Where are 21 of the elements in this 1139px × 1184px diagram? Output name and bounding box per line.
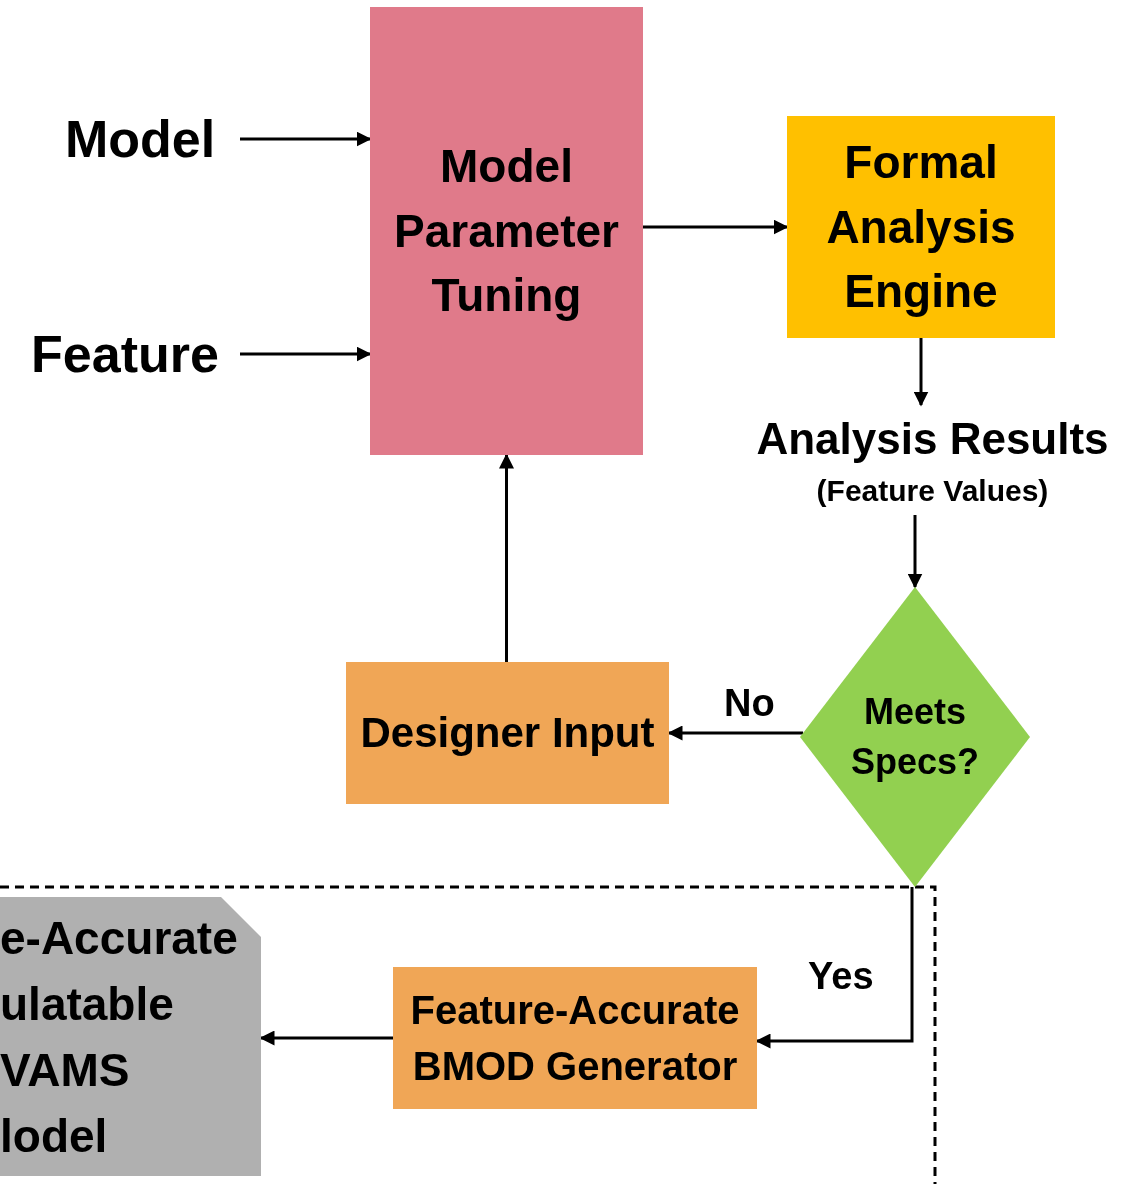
- node-label: e-Accurate ulatable VAMS lodel: [0, 910, 239, 1164]
- arrow: [643, 219, 789, 235]
- arrow: [907, 515, 923, 589]
- node-label: Model: [64, 108, 216, 170]
- node-label: Feature: [31, 323, 219, 385]
- arrow: [913, 338, 929, 407]
- arrow: [240, 346, 372, 362]
- node-label: Feature-Accurate BMOD Generator: [409, 987, 741, 1090]
- process-box: [393, 967, 757, 1109]
- process-box: [346, 662, 669, 804]
- node-sublabel: (Feature Values): [816, 472, 1049, 509]
- node-label: Formal Analysis Engine: [825, 135, 1017, 320]
- process-box: [787, 116, 1055, 338]
- output-box: [0, 897, 261, 1176]
- node-label: Analysis Results: [756, 413, 1109, 466]
- node-label: Model Parameter Tuning: [392, 139, 620, 324]
- arrow: [499, 453, 514, 662]
- arrow: [240, 131, 372, 147]
- process-box: [370, 7, 643, 455]
- node-label: Meets Specs?: [849, 689, 981, 784]
- node-label: Designer Input: [360, 707, 655, 758]
